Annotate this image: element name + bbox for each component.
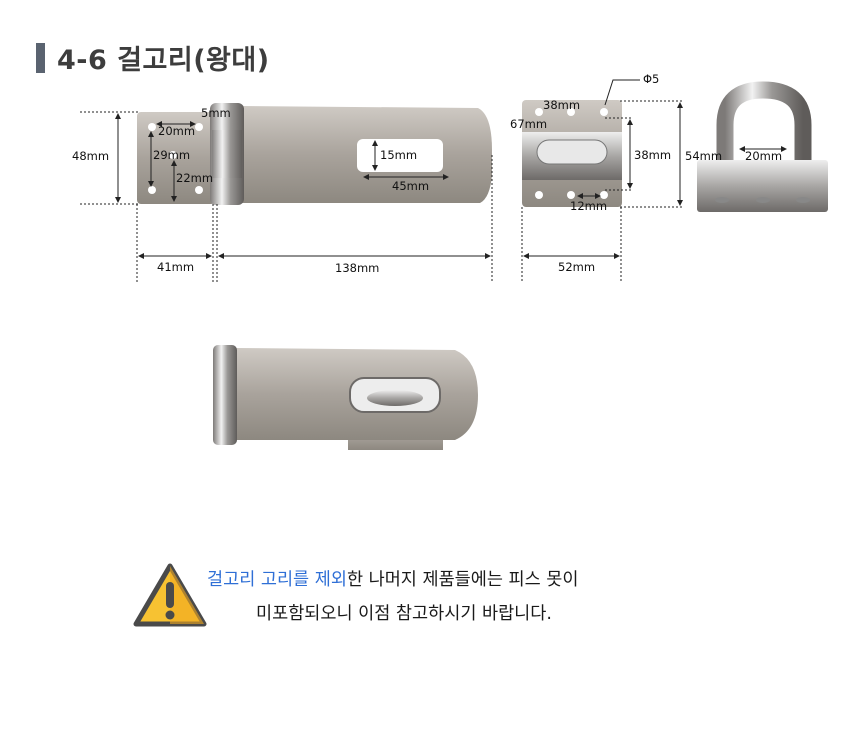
dim-loop-width: 20mm [745,149,783,163]
dim-staple-width: 52mm [558,260,596,274]
dim-top-spacing: 38mm [543,98,581,112]
dim-hasp-height: 48mm [72,149,110,163]
dim-hole-spacing-v: 29mm [153,148,191,162]
dim-strap-length: 138mm [335,261,380,275]
dim-hole-diameter: Φ5 [643,72,660,86]
dim-hole-spacing-h: 20mm [158,124,196,138]
notice-highlight: 걸고리 고리를 제외 [207,570,347,590]
dim-hole-to-edge: 22mm [176,171,214,185]
warning-triangle-icon [133,563,207,627]
staple-dimension-lines [521,79,683,282]
hasp-dimension-lines [80,111,493,282]
dim-edge-offset: 67mm [510,117,548,131]
dim-total-height: 54mm [685,149,723,163]
u-staple-image [697,81,828,212]
dim-slot-width: 45mm [392,179,430,193]
dim-hole-spacing: 12mm [570,199,608,213]
dim-loop-height: 38mm [634,148,672,162]
staple-image [522,100,622,207]
title-bar-marker [36,42,45,73]
section-title: 4-6 걸고리(왕대) [36,38,270,77]
section-title-text: 4-6 걸고리(왕대) [57,45,270,76]
hasp-closed-image [213,345,478,450]
dim-hole-offset: 5mm [201,106,231,120]
notice-line-1-rest: 한 나머지 제품들에는 피스 못이 [346,570,579,590]
dim-plate-width: 41mm [157,260,195,274]
dim-slot-height: 15mm [380,148,418,162]
notice-line-2: 미포함되오니 이점 참고하시기 바랍니다. [256,604,552,624]
hasp-open-image [137,103,492,205]
notice-line-1: 걸고리 고리를 제외한 나머지 제품들에는 피스 못이 [207,566,579,591]
